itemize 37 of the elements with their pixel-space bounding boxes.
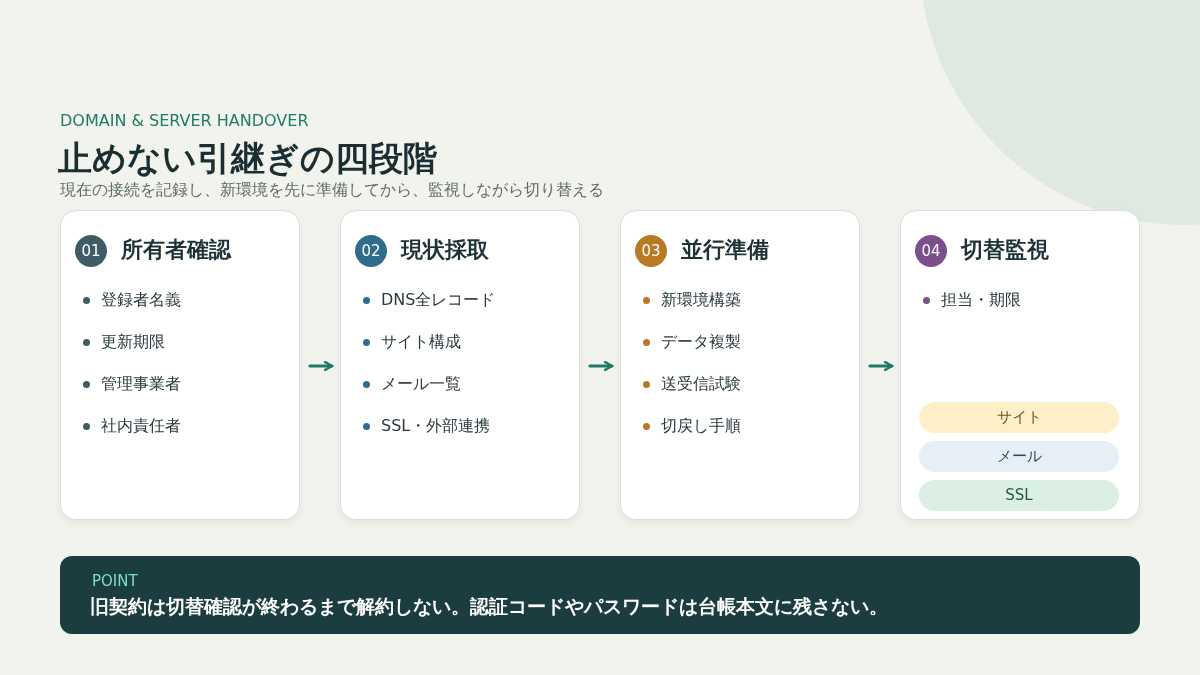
step-card <box>900 210 1140 520</box>
bullet-text: 登録者名義 <box>101 289 181 311</box>
arrow <box>308 360 334 372</box>
bullet-text: 更新期限 <box>101 331 165 353</box>
point-panel <box>60 556 1140 634</box>
step-card <box>620 210 860 520</box>
bullet-text: 担当・期限 <box>941 289 1021 311</box>
step-heading: 所有者確認 <box>121 236 231 264</box>
point-label: POINT <box>92 572 138 590</box>
bullet-text: 管理事業者 <box>101 373 181 395</box>
step-heading: 現状採取 <box>401 236 489 264</box>
title: 止めない引継ぎの四段階 <box>58 137 437 180</box>
bullet-text: サイト構成 <box>381 331 461 353</box>
bullet-text: メール一覧 <box>381 373 461 395</box>
step-heading: 並行準備 <box>681 236 769 264</box>
bullet-text: 新環境構築 <box>661 289 741 311</box>
bullet-text: 社内責任者 <box>101 415 181 437</box>
step-number: 02 <box>355 235 387 267</box>
step-card <box>60 210 300 520</box>
channel-tag: サイト <box>919 402 1119 433</box>
kicker-text: DOMAIN & SERVER HANDOVER <box>60 111 309 130</box>
arrow <box>588 360 614 372</box>
point-text: 旧契約は切替確認が終わるまで解約しない。認証コードやパスワードは台帳本文に残さない。 <box>90 594 888 619</box>
bullet-text: SSL・外部連携 <box>381 415 491 437</box>
channel-tag: メール <box>919 441 1119 472</box>
bullet-text: データ複製 <box>661 331 741 353</box>
step-card <box>340 210 580 520</box>
step-number: 04 <box>915 235 947 267</box>
step-heading: 切替監視 <box>961 236 1049 264</box>
step-number: 01 <box>75 235 107 267</box>
subtitle: 現在の接続を記録し、新環境を先に準備してから、監視しながら切り替える <box>60 180 604 201</box>
bullet-text: 切戻し手順 <box>661 415 741 437</box>
arrow <box>868 360 894 372</box>
bullet-text: 送受信試験 <box>661 373 741 395</box>
channel-tag: SSL <box>919 480 1119 511</box>
step-number: 03 <box>635 235 667 267</box>
bullet-text: DNS全レコード <box>381 289 496 311</box>
